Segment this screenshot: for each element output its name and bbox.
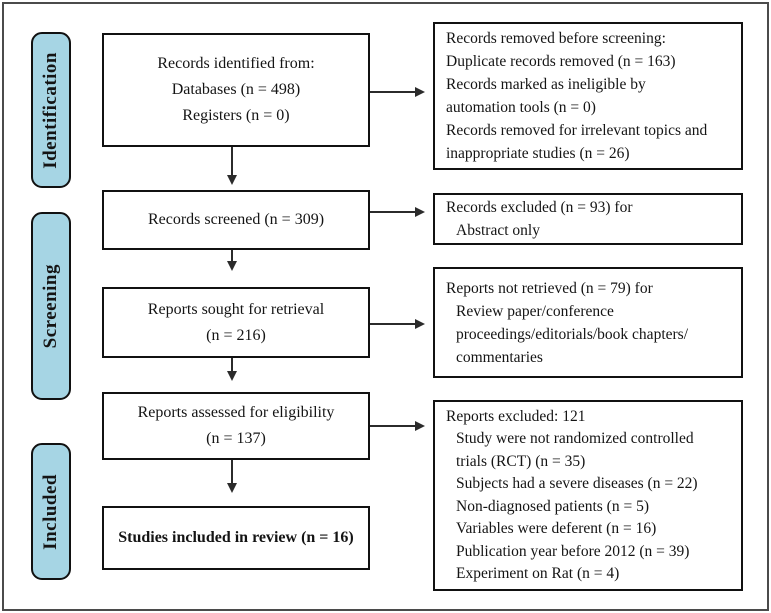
box-line: Variables were deferent (n = 16) — [456, 520, 657, 537]
box-line: Review paper/conference — [456, 302, 614, 320]
down-arrow-sought-to-assessed — [227, 358, 237, 381]
box-records-removed-before-screening: Records removed before screening: Duplic… — [433, 22, 743, 170]
stage-label-identification: Identification — [40, 51, 61, 169]
stage-pill-included: Included — [31, 443, 71, 580]
box-line: Non-diagnosed patients (n = 5) — [456, 497, 649, 515]
box-line: Reports not retrieved (n = 79) for — [446, 279, 653, 297]
box-line: Records screened (n = 309) — [147, 211, 325, 228]
box-line: trials (RCT) (n = 35) — [456, 452, 586, 470]
box-line: automation tools (n = 0) — [446, 99, 596, 116]
right-arrow-sought-to-not-retrieved — [370, 319, 425, 329]
box-line: Reports sought for retrieval — [147, 300, 325, 318]
box-line: Publication year before 2012 (n = 39) — [456, 542, 690, 560]
stage-pill-identification: Identification — [31, 32, 71, 188]
box-line: Studies included in review (n = 16) — [118, 529, 354, 546]
box-line: proceedings/editorials/book chapters/ — [456, 325, 689, 343]
stage-label-screening: Screening — [40, 263, 61, 349]
box-line: Reports excluded: 121 — [446, 407, 586, 425]
box-line: Duplicate records removed (n = 163) — [446, 53, 676, 70]
box-line: Records identified from: — [157, 55, 315, 72]
box-line: commentaries — [456, 348, 543, 366]
box-line: Subjects had a severe diseases (n = 22) — [456, 475, 698, 492]
box-studies-included: Studies included in review (n = 16) — [102, 506, 370, 570]
box-records-screened: Records screened (n = 309) — [102, 190, 370, 250]
box-reports-not-retrieved: Reports not retrieved (n = 79) for Revie… — [433, 267, 743, 378]
box-records-excluded: Records excluded (n = 93) for Abstract o… — [433, 193, 743, 245]
box-line: Study were not randomized controlled — [456, 430, 694, 447]
box-line: Registers (n = 0) — [182, 107, 290, 124]
box-reports-assessed: Reports assessed for eligibility (n = 13… — [102, 392, 370, 460]
box-line: Records removed for irrelevant topics an… — [446, 122, 708, 139]
box-line: inappropriate studies (n = 26) — [446, 145, 630, 162]
box-line: Records marked as ineligible by — [446, 76, 646, 93]
stage-pill-screening: Screening — [31, 212, 71, 400]
down-arrow-identified-to-screened — [227, 147, 237, 185]
box-line: (n = 216) — [206, 326, 266, 344]
box-line: Abstract only — [456, 222, 540, 239]
down-arrow-screened-to-sought — [227, 250, 237, 271]
right-arrow-screened-to-excluded — [370, 207, 425, 217]
down-arrow-assessed-to-included — [227, 460, 237, 493]
box-line: (n = 137) — [206, 430, 266, 447]
box-records-identified: Records identified from: Databases (n = … — [102, 33, 370, 147]
box-line: Databases (n = 498) — [171, 81, 301, 98]
right-arrow-assessed-to-excluded — [370, 421, 425, 431]
box-reports-excluded: Reports excluded: 121 Study were not ran… — [433, 400, 743, 591]
box-line: Experiment on Rat (n = 4) — [456, 565, 620, 582]
box-line: Records removed before screening: — [446, 30, 666, 47]
stage-label-included: Included — [40, 473, 61, 550]
box-reports-sought: Reports sought for retrieval (n = 216) — [102, 287, 370, 358]
box-line: Reports assessed for eligibility — [137, 404, 335, 421]
box-line: Records excluded (n = 93) for — [446, 199, 633, 216]
right-arrow-identified-to-removed — [370, 87, 425, 97]
